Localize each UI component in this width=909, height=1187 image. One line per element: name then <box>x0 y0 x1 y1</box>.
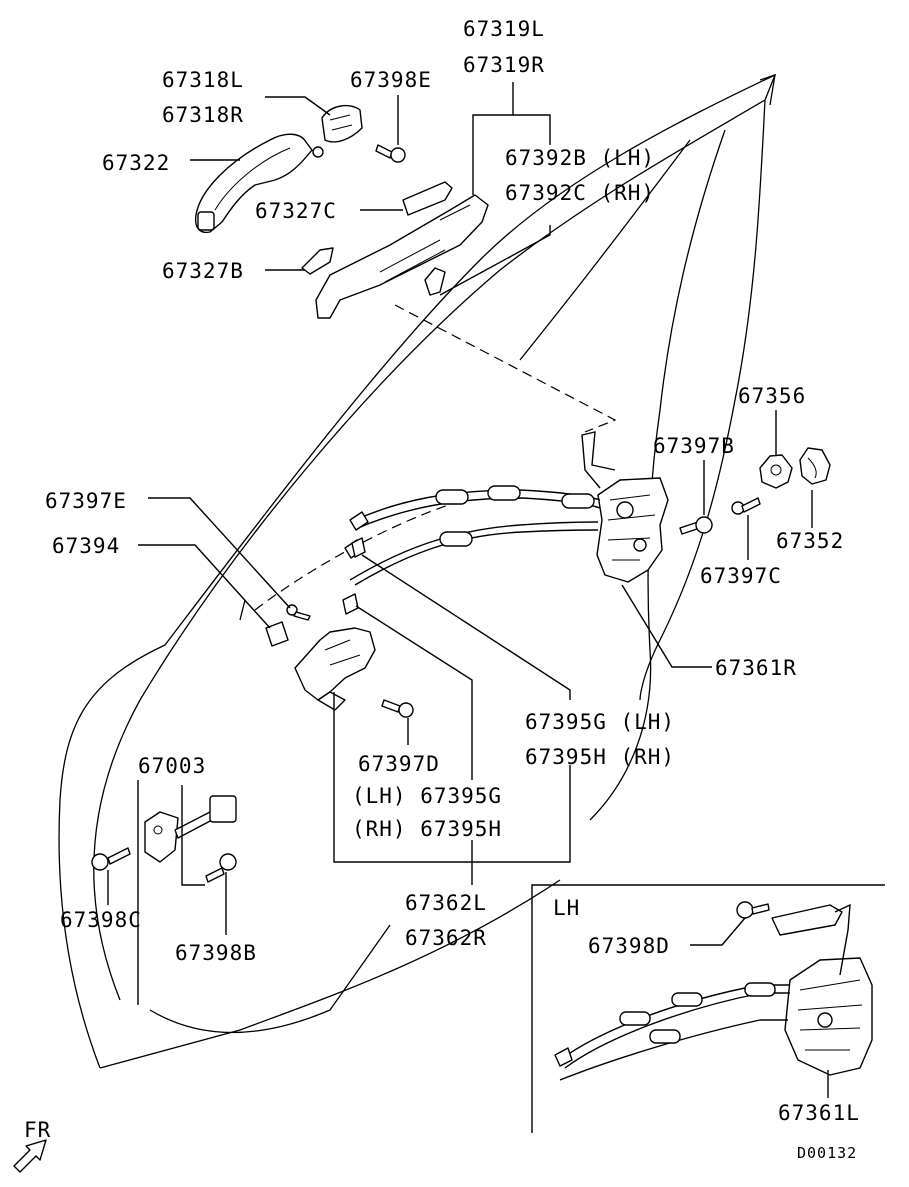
label-67397D: 67397D <box>358 752 440 776</box>
label-67356: 67356 <box>738 384 806 408</box>
label-67395H-RH: 67395H (RH) <box>525 745 675 769</box>
label-67322: 67322 <box>102 151 170 175</box>
label-67352: 67352 <box>776 529 844 553</box>
label-67395G-LH: 67395G (LH) <box>525 710 675 734</box>
label-67398E: 67398E <box>350 68 432 92</box>
label-lh-67395G: (LH) 67395G <box>352 784 502 808</box>
seal-67352 <box>799 447 831 485</box>
screw-67397B <box>679 516 713 535</box>
lh-inset <box>531 884 885 1133</box>
bolt-67398B <box>205 853 237 883</box>
screw-67397E <box>286 604 311 621</box>
clip-67395-lower <box>342 593 359 615</box>
label-67361L: 67361L <box>778 1101 860 1125</box>
label-67362L: 67362L <box>405 891 487 915</box>
label-67318R: 67318R <box>162 103 244 127</box>
pad-67327B <box>301 247 334 275</box>
label-67327B: 67327B <box>162 259 244 283</box>
reference-dashed-lines <box>254 304 617 611</box>
clip-67395-upper <box>351 537 366 558</box>
label-67327C: 67327C <box>255 199 337 223</box>
label-67361R: 67361R <box>715 656 797 680</box>
bolt-67398C <box>91 847 131 871</box>
label-67003: 67003 <box>138 754 206 778</box>
label-67392C: 67392C (RH) <box>505 181 655 205</box>
lock-actuator-67361R <box>581 431 669 583</box>
label-67392B: 67392B (LH) <box>505 146 655 170</box>
pad-67327C <box>402 181 453 216</box>
door-check-67003 <box>144 795 237 863</box>
cables <box>344 485 601 586</box>
label-67397C: 67397C <box>700 564 782 588</box>
label-67397B: 67397B <box>653 434 735 458</box>
label-67398D: 67398D <box>588 934 670 958</box>
label-fr: FR <box>24 1118 51 1142</box>
label-67319L: 67319L <box>463 17 545 41</box>
door-outline <box>58 73 777 1069</box>
inside-handle <box>294 627 376 711</box>
label-67319R: 67319R <box>463 53 545 77</box>
diagram-code: D00132 <box>797 1144 857 1162</box>
screw-67397D <box>381 699 414 718</box>
label-rh-67395H: (RH) 67395H <box>352 817 502 841</box>
label-67397E: 67397E <box>45 489 127 513</box>
outside-handle-67322 <box>194 133 313 234</box>
label-67398B: 67398B <box>175 941 257 965</box>
label-67318L: 67318L <box>162 68 244 92</box>
handle-frame-67392 <box>315 194 489 319</box>
front-direction-arrow <box>13 1139 47 1173</box>
grommet-67356 <box>759 454 793 489</box>
bracket-67394 <box>265 621 289 647</box>
handle-cap-67318 <box>312 104 363 158</box>
inset-title-lh: LH <box>553 896 580 920</box>
label-67398C: 67398C <box>60 908 142 932</box>
label-67394: 67394 <box>52 534 120 558</box>
leader-lines <box>107 82 813 1005</box>
label-67362R: 67362R <box>405 926 487 950</box>
screw-67397C <box>731 497 761 515</box>
part-labels: 67319L 67319R 67318L 67318R 67398E 67322… <box>24 17 860 1162</box>
screw-67398E <box>375 144 406 163</box>
